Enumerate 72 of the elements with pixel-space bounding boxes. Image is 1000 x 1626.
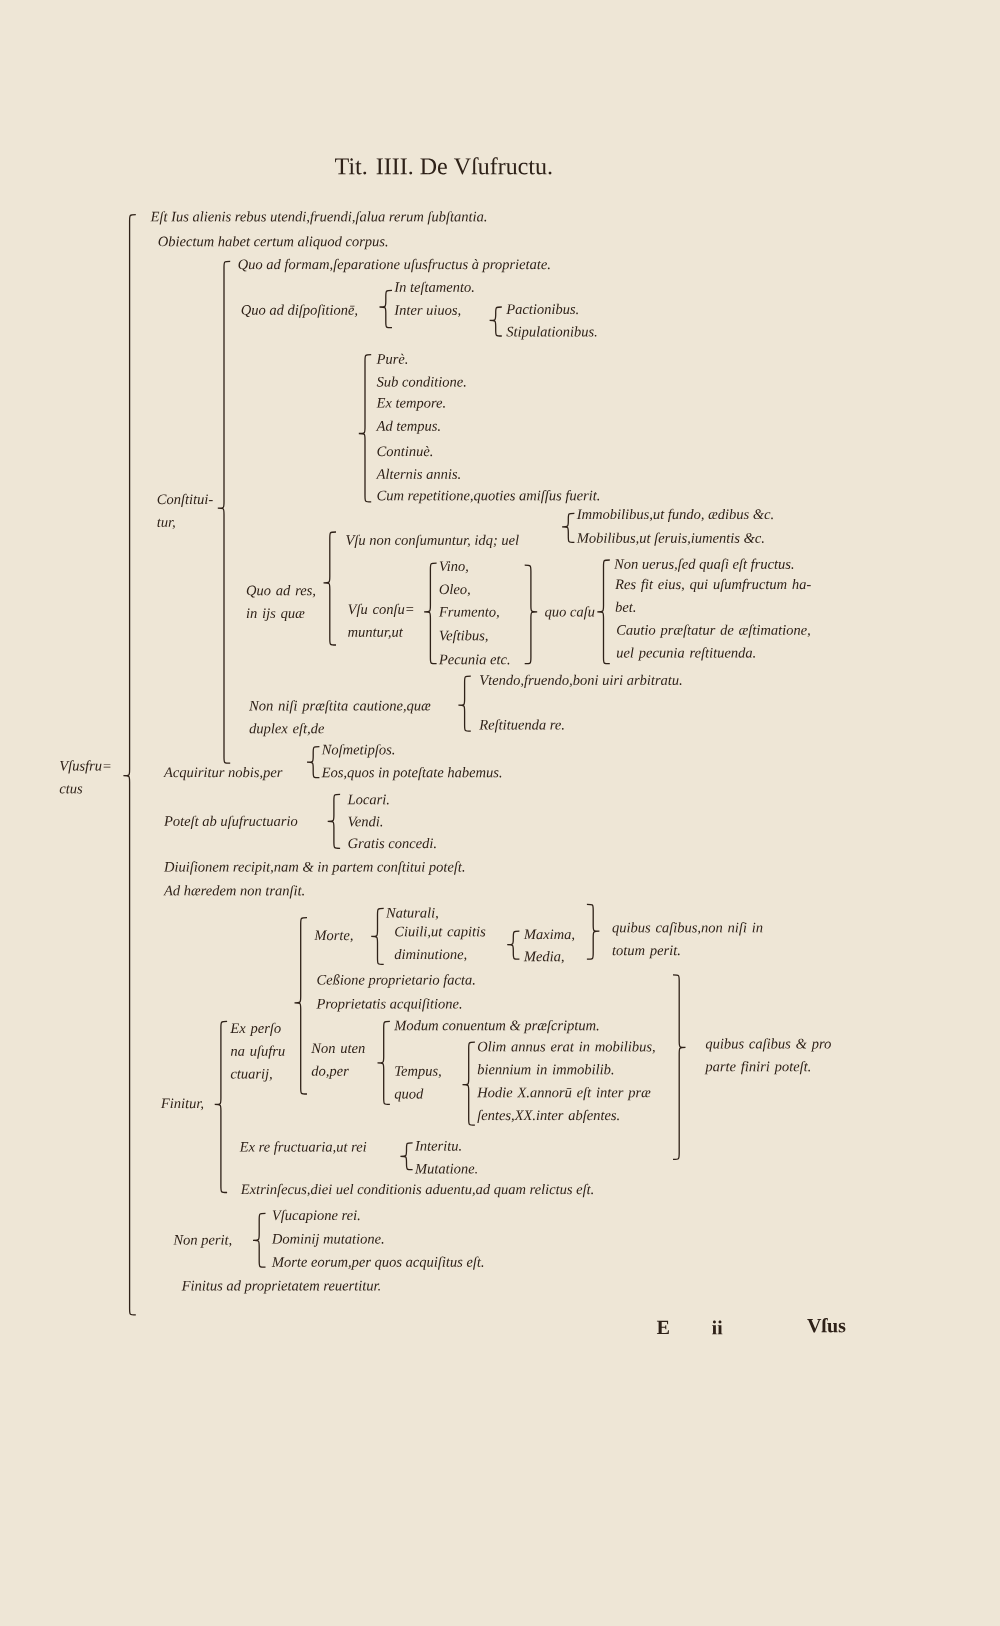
entry-text: Ad hæredem non tranſit. — [163, 885, 304, 899]
entry-text: Res fit eius, qui uſumfructum ha- bet. — [615, 578, 811, 613]
entry-text: Vſu conſu= muntur,ut — [348, 603, 414, 639]
entry-text: Pecunia etc. — [438, 654, 510, 665]
entry-text: Olim annus erat in mobilibus, biennium in immobilib. — [477, 1041, 655, 1075]
entry-text: Stipulationibus. — [506, 326, 597, 340]
entry-text: Continuè. — [377, 445, 433, 457]
entry-text: Poteſt ab uſufructuario — [163, 815, 298, 829]
entry-text: Mobilibus,ut ſeruis,iumentis &c. — [576, 532, 764, 546]
entry-text: Acquiritur nobis,per — [163, 767, 283, 781]
entry-text: Vſucapione rei. — [272, 1209, 360, 1224]
entry-text: Gratis concedi. — [348, 837, 436, 849]
entry-text: Quo ad formam,ſeparatione uſusfructus à proprietate. — [238, 258, 550, 273]
entry-text: Quo ad res, in ijs quæ — [246, 585, 316, 622]
entry-text: Extrinſecus,diei uel conditionis aduentu,ad quam relictus eſt. — [240, 1183, 593, 1198]
entry-text: Morte eorum,per quos acquiſitus eſt. — [271, 1256, 484, 1270]
entry-text: Ex re fructuaria,ut rei — [239, 1141, 367, 1155]
entry-text: Locari. — [347, 794, 389, 805]
entry-text: Oleo, — [439, 583, 470, 597]
entry-text: Sub conditione. — [376, 376, 466, 387]
entry-text: Frumento, — [438, 607, 499, 619]
signature-mark: ii — [712, 1320, 723, 1335]
entry-text: Finitus ad proprietatem reuertitur. — [181, 1280, 380, 1294]
entry-text: Hodie X.annorū eſt inter præ ſentes,XX.inter abſentes. — [477, 1087, 651, 1124]
entry-text: Noſmetipſos. — [321, 744, 395, 758]
entry-text: Vino, — [439, 561, 468, 574]
entry-text: quibus caſibus,non niſi in totum perit. — [612, 922, 763, 959]
entry-text: Vſu non conſumuntur, idq; uel — [346, 534, 519, 548]
entry-text: Cum repetitione,quoties amiſſus fuerit. — [377, 490, 600, 504]
entry-text: Inter uiuos, — [394, 305, 461, 317]
entry-text: In teſtamento. — [394, 281, 474, 295]
entry-text: Non uerus,ſed quaſi eſt fructus. — [614, 558, 794, 572]
entry-text: Modum conuentum & præſcriptum. — [394, 1019, 599, 1034]
entry-text: Purè. — [376, 353, 408, 364]
entry-text: Pactionibus. — [506, 303, 578, 315]
entry-text: Conſtitui- tur, — [157, 493, 213, 530]
entry-text: Eos,quos in poteſtate habemus. — [321, 766, 502, 781]
entry-text: Vendi. — [348, 816, 383, 827]
entry-text: Non uten do,per — [311, 1043, 365, 1079]
entry-text: Immobilibus,ut fundo, ædibus &c. — [576, 508, 773, 523]
entry-text: Ciuili,ut capitis diminutione, — [394, 926, 486, 962]
catchword: Vſus — [807, 1318, 846, 1333]
entry-text: Obiectum habet certum aliquod corpus. — [158, 236, 388, 250]
entry-text: Non perit, — [173, 1234, 232, 1248]
page-title: Tit. IIII. De Vſufructu. — [335, 157, 552, 175]
entry-text: Finitur, — [160, 1098, 204, 1111]
entry-text: Mutatione. — [414, 1163, 477, 1174]
entry-text: Eſt Ius alienis rebus utendi,fruendi,ſalua rerum ſubſtantia. — [150, 211, 487, 225]
entry-text: quibus caſibus & pro parte finiri poteſt. — [704, 1038, 831, 1075]
entry-text: Non niſi præſtita cautione,quæ duplex eſt,de — [249, 700, 431, 737]
entry-text: Ad tempus. — [375, 420, 440, 434]
entry-text: Alternis annis. — [375, 468, 460, 480]
entry-text: Dominij mutatione. — [271, 1233, 384, 1247]
entry-text: Interitu. — [414, 1141, 461, 1151]
signature-mark: E — [656, 1320, 669, 1334]
entry-text: Diuiſionem recipit,nam & in partem conſtitui poteſt. — [163, 861, 465, 875]
entry-text: Veſtibus, — [439, 630, 488, 644]
entry-text: Maxima, — [523, 929, 575, 942]
entry-text: Cautio præſtatur de æſtimatione, uel pecunia reſtituenda. — [616, 624, 810, 661]
entry-text: Ex tempore. — [376, 398, 445, 411]
entry-text: Morte, — [314, 930, 353, 943]
entry-text: Reſtituenda re. — [479, 719, 564, 733]
entry-text: Ceßione proprietario facta. — [317, 974, 475, 988]
entry-text: Quo ad diſpoſitionē, — [241, 304, 358, 318]
entry-text: Media, — [523, 951, 564, 964]
entry-text: Tempus, quod — [394, 1066, 441, 1102]
entry-text: Vſusfru= ctus — [59, 760, 111, 794]
entry-text: Vtendo,fruendo,boni uiri arbitratu. — [480, 674, 682, 688]
entry-text: quo caſu — [545, 606, 595, 620]
entry-text: Naturali, — [385, 907, 438, 920]
entry-text: Ex perſo na uſufru ctuarij, — [230, 1022, 285, 1082]
entry-text: Proprietatis acquiſitione. — [316, 998, 462, 1012]
